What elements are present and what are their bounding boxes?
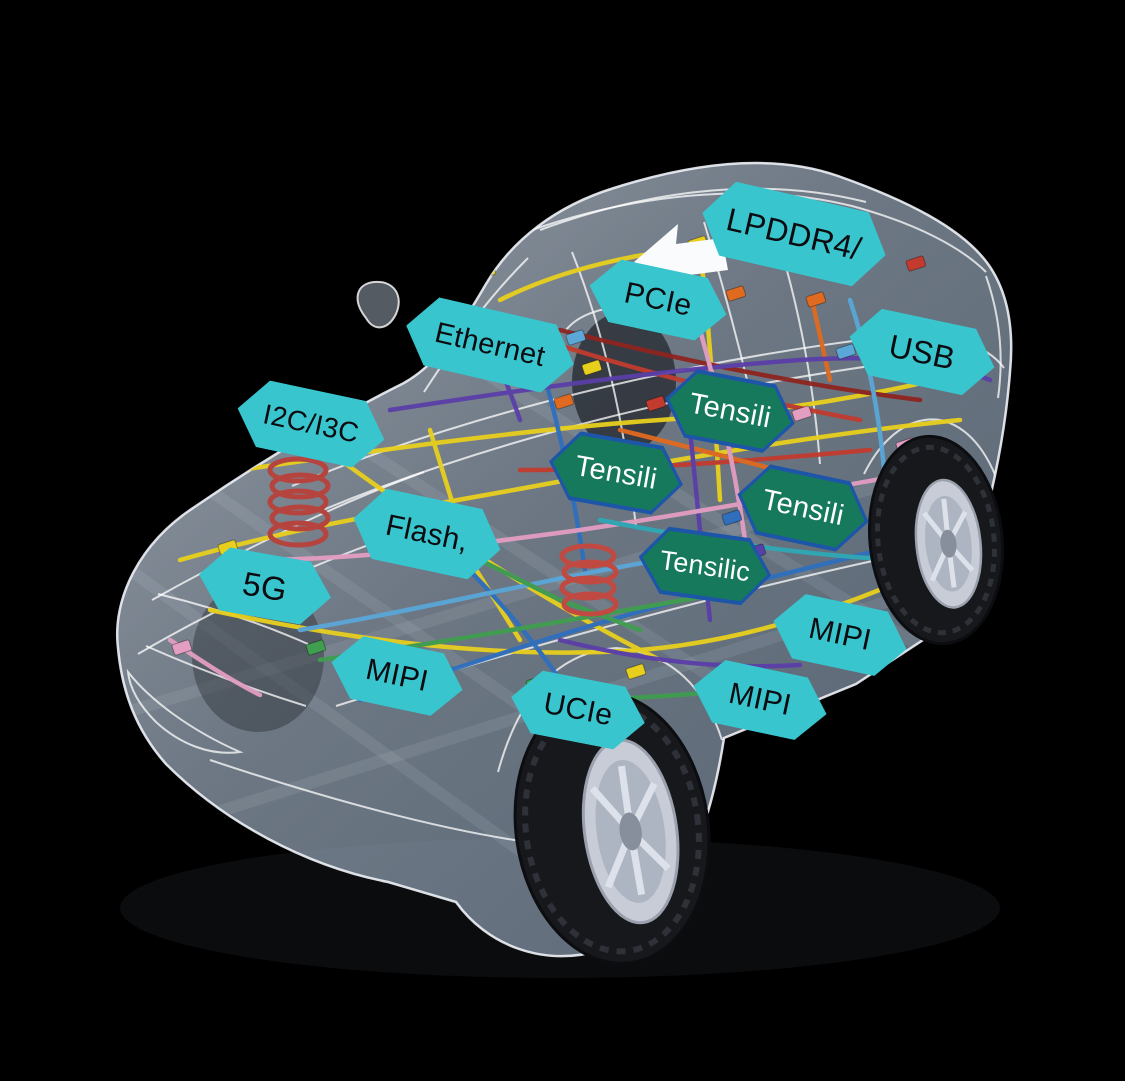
coil-spring-center: [559, 543, 619, 617]
coil-spring-front: [267, 456, 331, 548]
label-ucie-text: UCIe: [540, 686, 616, 733]
label-usb-text: USB: [885, 327, 959, 377]
side-mirror: [356, 280, 400, 329]
left-arrow-shape: [634, 224, 728, 296]
label-5g-text: 5G: [239, 563, 291, 609]
rear-wheel: [867, 434, 1005, 646]
label-lpddr4-text: LPDDR4/: [723, 201, 865, 267]
label-pcie-text: PCIe: [621, 276, 695, 323]
label-mipi-1-text: MIPI: [805, 611, 875, 658]
label-ethernet-text: Ethernet: [431, 316, 549, 373]
label-i2c-i3c-text: I2C/I3C: [260, 398, 362, 449]
label-flash-text: Flash,: [382, 508, 472, 559]
label-mipi-3-text: MIPI: [725, 676, 795, 723]
label-mipi-2-text: MIPI: [362, 652, 432, 699]
